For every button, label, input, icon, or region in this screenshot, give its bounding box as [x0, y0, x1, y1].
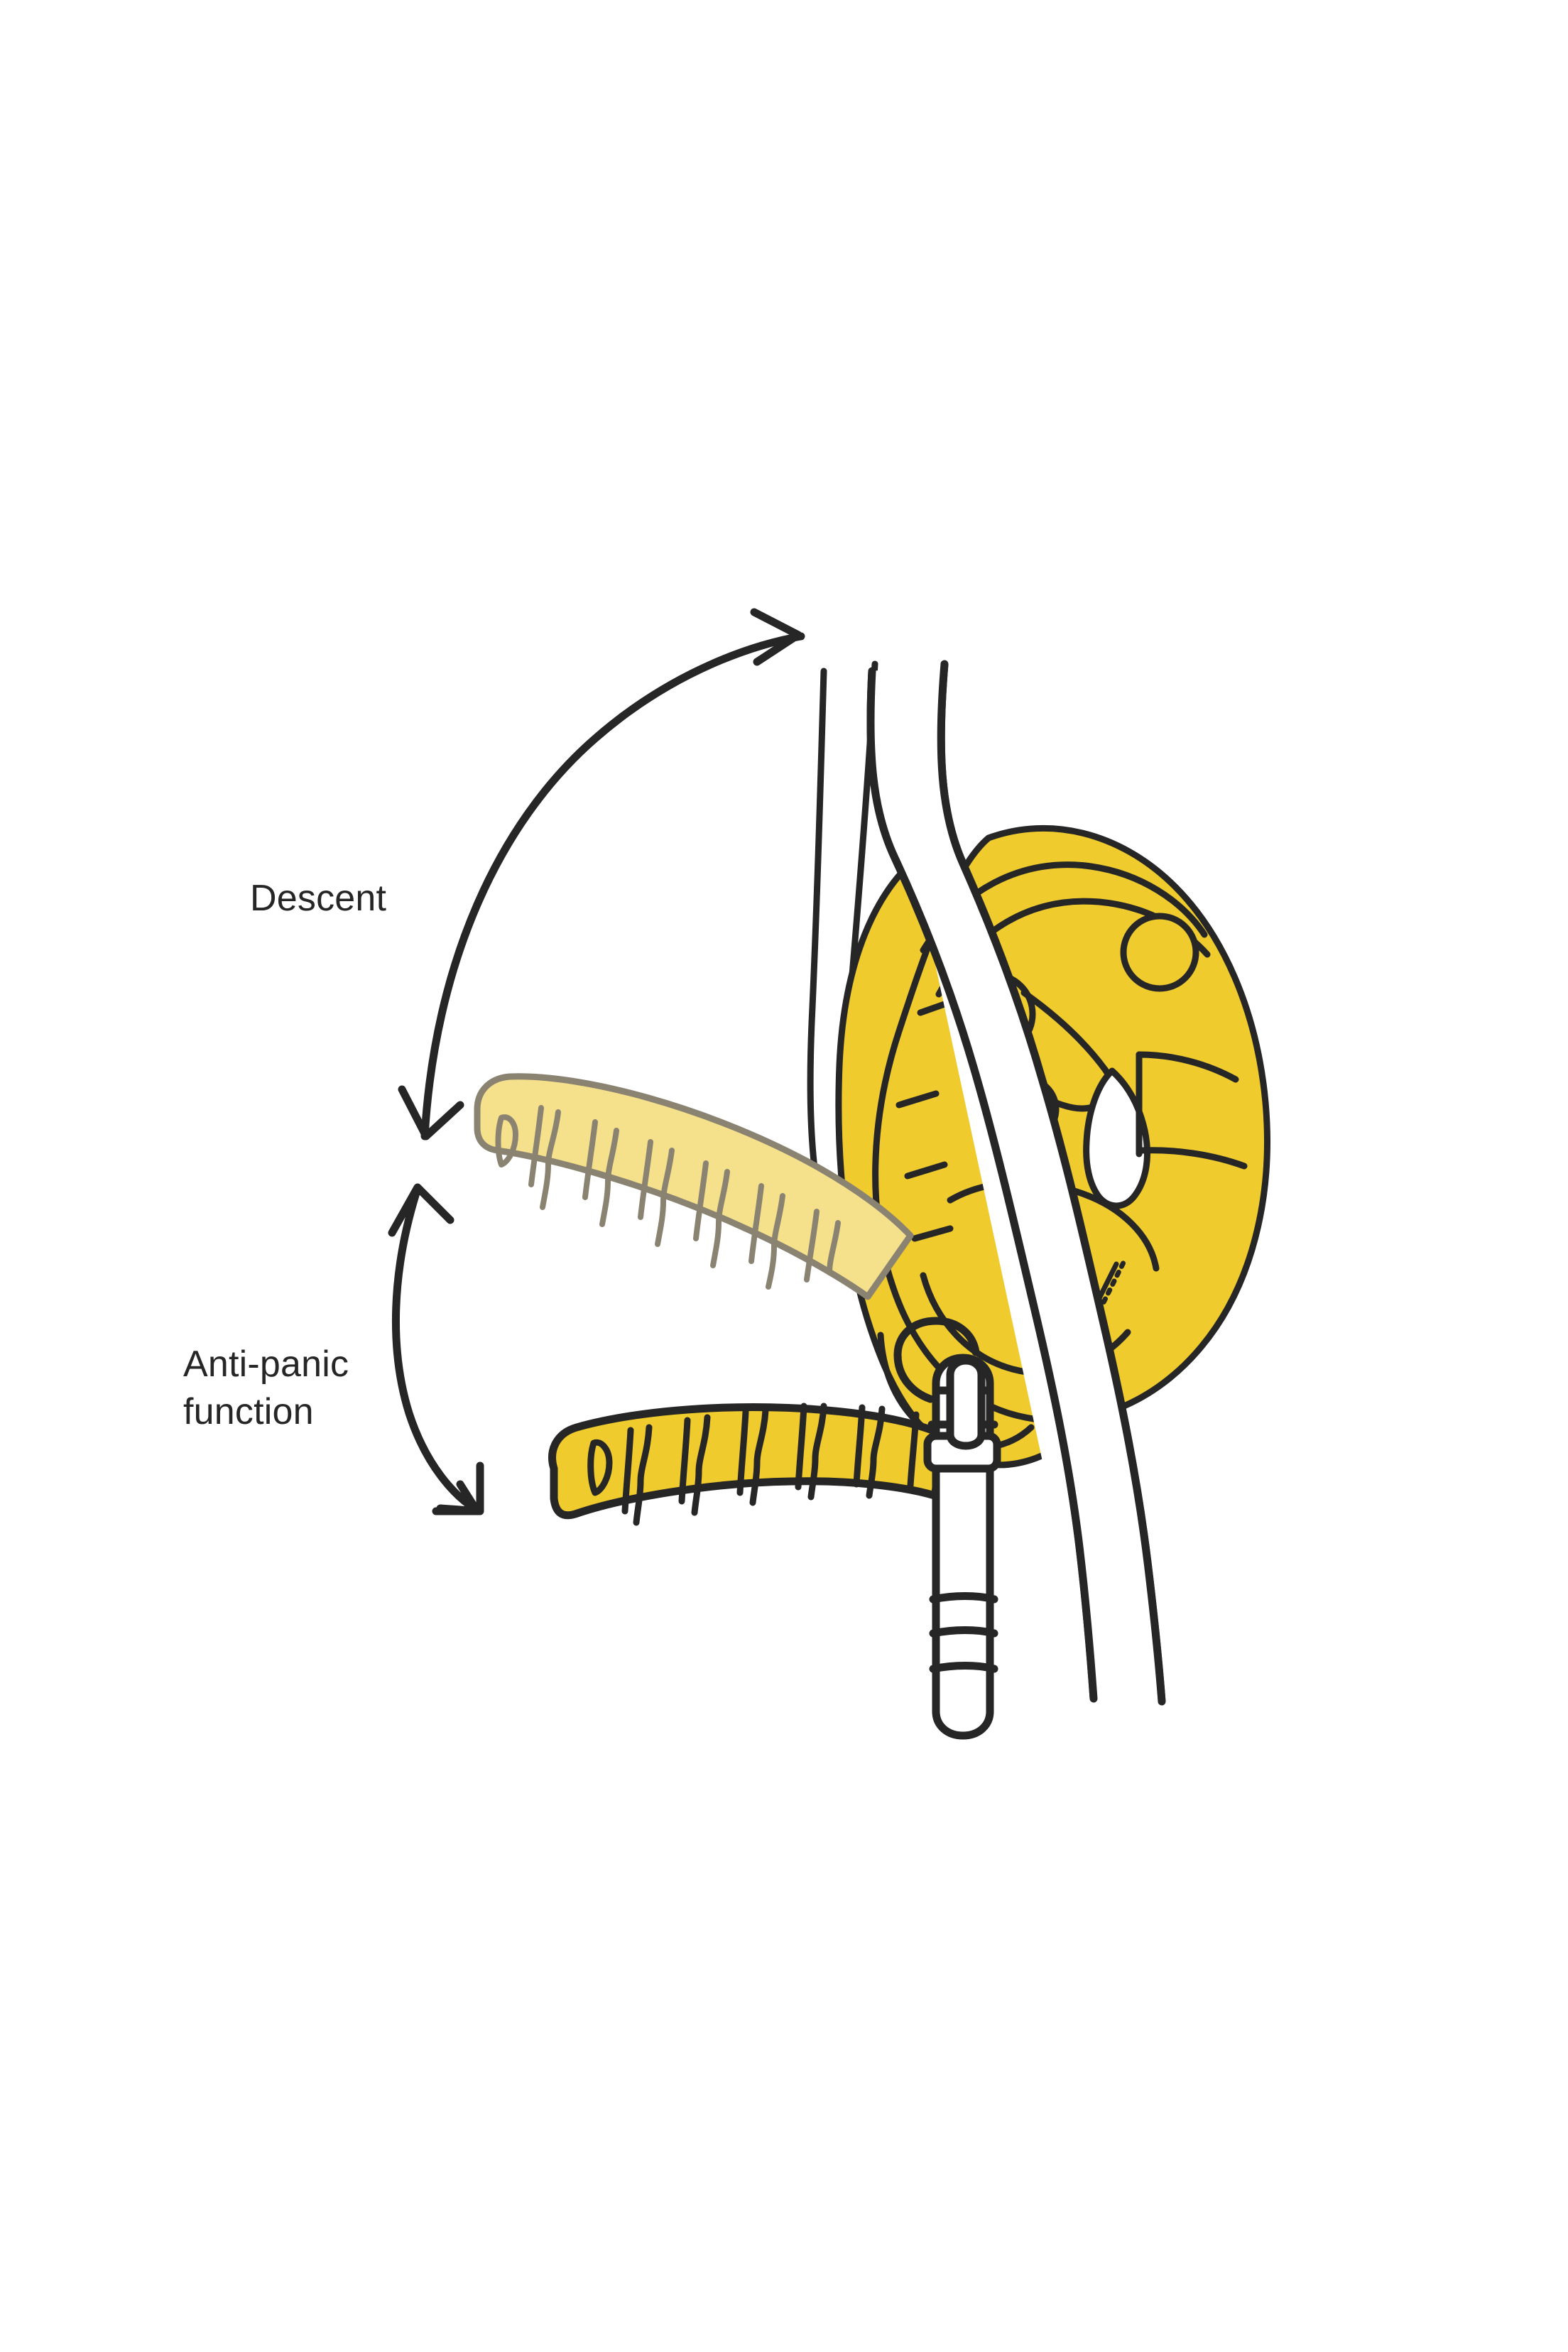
- descent-range-arc: [398, 608, 805, 1140]
- axle-circle: [1120, 913, 1199, 992]
- label-descent: Descent: [250, 878, 387, 919]
- rope-slot: [1083, 1067, 1150, 1209]
- handle-antipanic-position: [548, 1403, 950, 1526]
- anti-panic-range-arc: [388, 1183, 484, 1515]
- locking-carabiner: [893, 1317, 1001, 1740]
- annotation-arrows: [388, 608, 805, 1515]
- label-anti-panic-function: Anti-panic function: [183, 1344, 349, 1432]
- handle-descent-position: [474, 1073, 914, 1300]
- rope-front-strand: [866, 660, 1166, 1706]
